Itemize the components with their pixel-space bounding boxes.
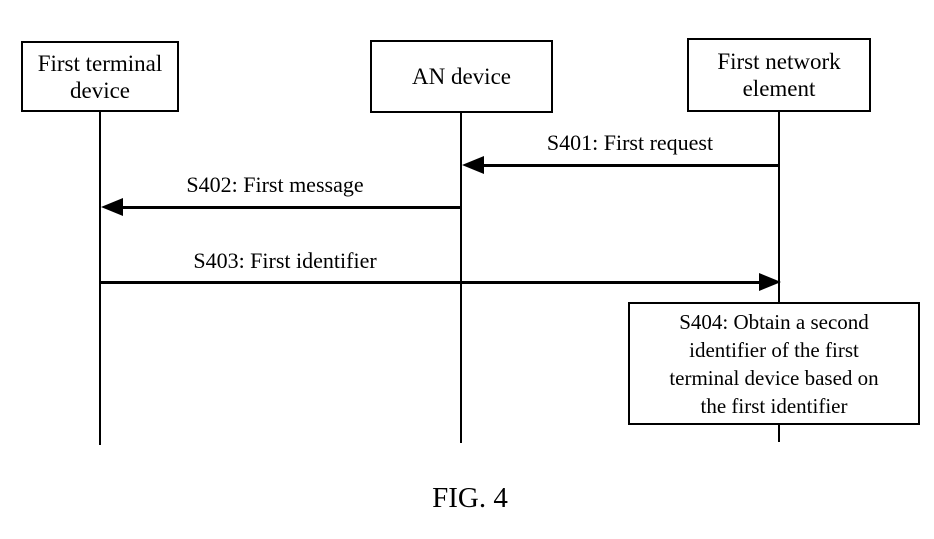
actor-label-an-device: AN device: [412, 64, 511, 89]
arrowhead-left-icon: [462, 156, 484, 174]
message-label-s403: S403: First identifier: [193, 248, 377, 273]
lifeline-first-network-element-upper: [778, 112, 780, 302]
actor-box-an-device: AN device: [370, 40, 553, 113]
message-label-s402: S402: First message: [186, 172, 364, 197]
actor-label-first-terminal-device: First terminal device: [37, 50, 163, 103]
message-label-s401: S401: First request: [546, 130, 714, 155]
arrowhead-left-icon: [101, 198, 123, 216]
action-label-s404: S404: Obtain a second identifier of the …: [669, 309, 879, 418]
lifeline-first-network-element-lower: [778, 425, 780, 442]
action-box-s404: S404: Obtain a second identifier of the …: [628, 302, 920, 425]
message-arrow-s403: [100, 281, 761, 284]
actor-box-first-terminal-device: First terminal device: [21, 41, 179, 112]
figure-caption: FIG. 4: [432, 482, 508, 514]
actor-box-first-network-element: First network element: [687, 38, 871, 112]
message-arrow-s402: [110, 206, 461, 209]
arrowhead-right-icon: [759, 273, 781, 291]
message-arrow-s401: [470, 164, 779, 167]
actor-label-first-network-element: First network element: [717, 49, 841, 101]
lifeline-an-device: [460, 113, 462, 443]
lifeline-first-terminal-device: [99, 112, 101, 445]
